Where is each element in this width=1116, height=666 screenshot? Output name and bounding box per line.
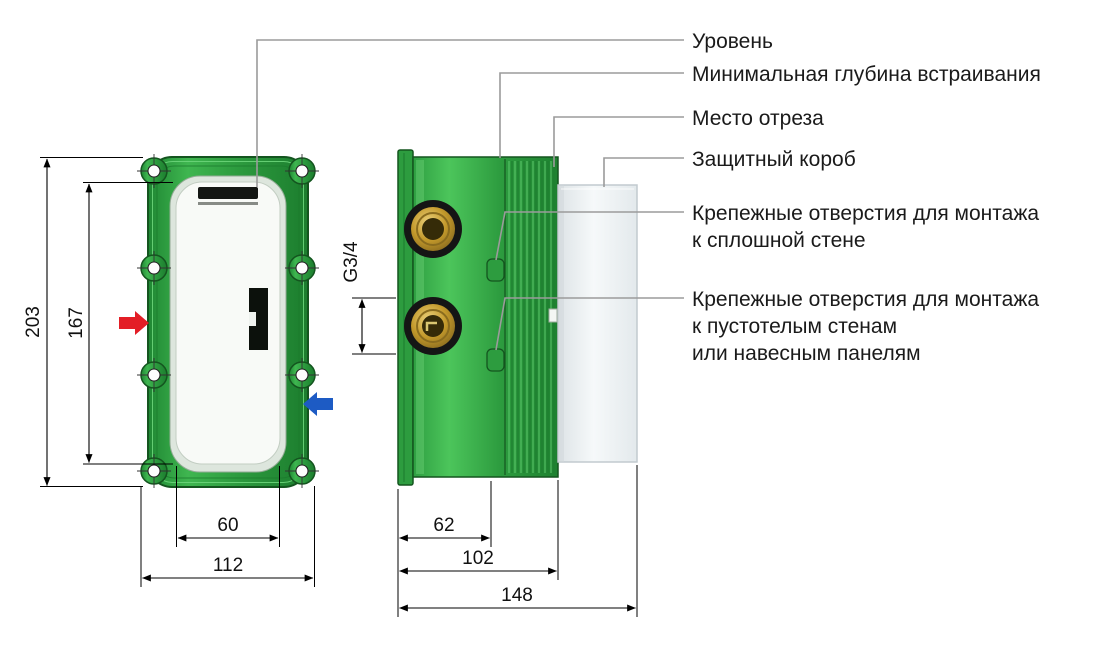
label-hollow-wall-line1: Крепежные отверстия для монтажа — [692, 288, 1039, 311]
side-view — [397, 149, 638, 486]
hollow-wall-mount-boss — [486, 348, 505, 372]
level-vial-slot — [198, 187, 258, 199]
port-notch — [425, 321, 437, 331]
leader-hollow-wall — [495, 297, 684, 351]
cartridge-slot — [249, 288, 268, 350]
dim-side-port-offset: 62 — [433, 515, 454, 536]
dimension-labels: 203 167 G3/4 60 112 62 102 148 — [23, 241, 533, 606]
dim-side-body-depth: 102 — [462, 548, 494, 569]
label-solid-wall-line2: к сплошной стене — [692, 229, 866, 252]
solid-wall-mount-boss — [486, 258, 505, 282]
dim-port-thread: G3/4 — [341, 241, 362, 283]
dim-front-inner-height: 167 — [66, 307, 87, 339]
cold-inlet-arrow-icon — [303, 392, 333, 416]
label-hollow-wall-line3: или навесным панелям — [692, 342, 921, 365]
leader-solid-wall — [495, 211, 684, 261]
front-inner-panel — [175, 181, 281, 465]
label-solid-wall-line1: Крепежные отверстия для монтажа — [692, 202, 1039, 225]
leader-lines — [256, 39, 684, 351]
label-level: Уровень — [692, 30, 773, 53]
label-min-depth: Минимальная глубина встраивания — [692, 63, 1041, 86]
front-view — [119, 153, 333, 489]
front-body-contour-light — [152, 161, 304, 483]
leader-protective-box — [603, 157, 684, 187]
cartridge-notch — [249, 312, 256, 326]
dim-front-inner-width: 60 — [217, 515, 238, 536]
cut-marker-tick — [548, 308, 558, 323]
protective-box-shadow — [558, 185, 564, 462]
front-body-contour-dark — [156, 165, 300, 479]
label-protective-box: Защитный короб — [692, 148, 856, 171]
leader-cut-place — [553, 116, 684, 167]
dim-front-outer-height: 203 — [23, 306, 44, 338]
cut-ribs-dark — [511, 161, 555, 473]
cut-ribs-light — [508, 161, 552, 473]
dim-side-total-depth: 148 — [501, 585, 533, 606]
annotation-labels: Уровень Минимальная глубина встраивания … — [692, 30, 1041, 365]
dimension-lines — [40, 157, 638, 617]
protective-box — [557, 184, 638, 463]
label-hollow-wall-line2: к пустотелым стенам — [692, 315, 897, 338]
hot-inlet-arrow-icon — [119, 311, 149, 335]
leader-min-depth — [499, 72, 684, 158]
top-inlet-port — [404, 200, 462, 258]
dim-front-outer-width: 112 — [213, 555, 243, 576]
leader-level — [256, 39, 684, 187]
level-vial-shadow — [198, 202, 258, 205]
label-cut-place: Место отреза — [692, 107, 824, 130]
bottom-inlet-port — [404, 297, 462, 355]
